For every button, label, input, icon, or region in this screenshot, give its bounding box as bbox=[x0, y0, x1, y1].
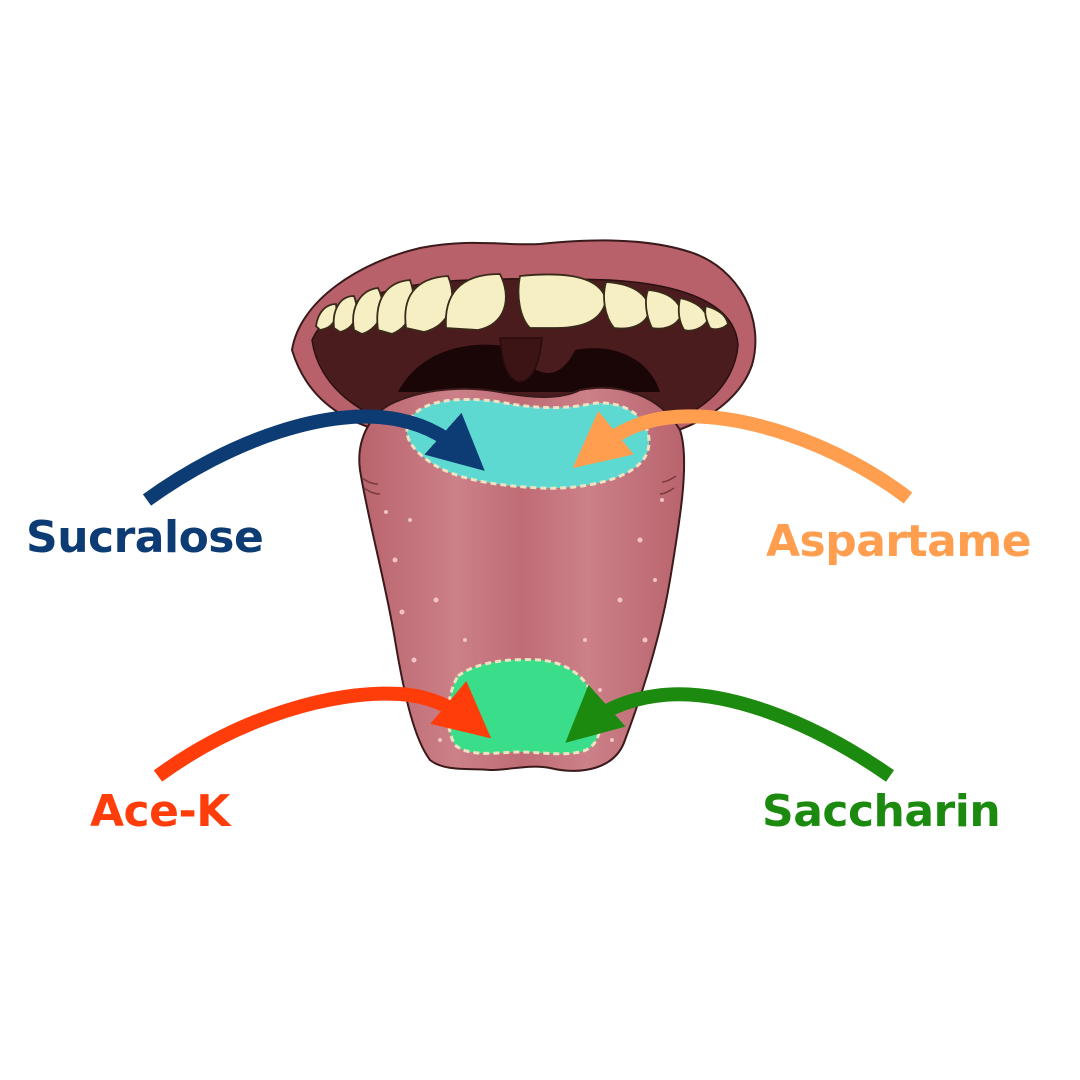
aspartame-arrow bbox=[572, 409, 913, 504]
tongue-creases bbox=[361, 475, 677, 495]
tongue bbox=[358, 386, 686, 772]
sucralose-label: Sucralose bbox=[26, 512, 264, 563]
ace-k-arrow bbox=[153, 680, 492, 782]
uvula bbox=[499, 337, 543, 383]
saccharin-label: Saccharin bbox=[762, 786, 1001, 837]
saccharin-arrow bbox=[565, 684, 895, 782]
tip-taste-zone bbox=[446, 658, 602, 756]
aspartame-label: Aspartame bbox=[766, 516, 1032, 567]
sucralose-arrow bbox=[142, 409, 485, 506]
upper-teeth bbox=[315, 273, 729, 335]
ace-k-label: Ace-K bbox=[90, 786, 230, 837]
